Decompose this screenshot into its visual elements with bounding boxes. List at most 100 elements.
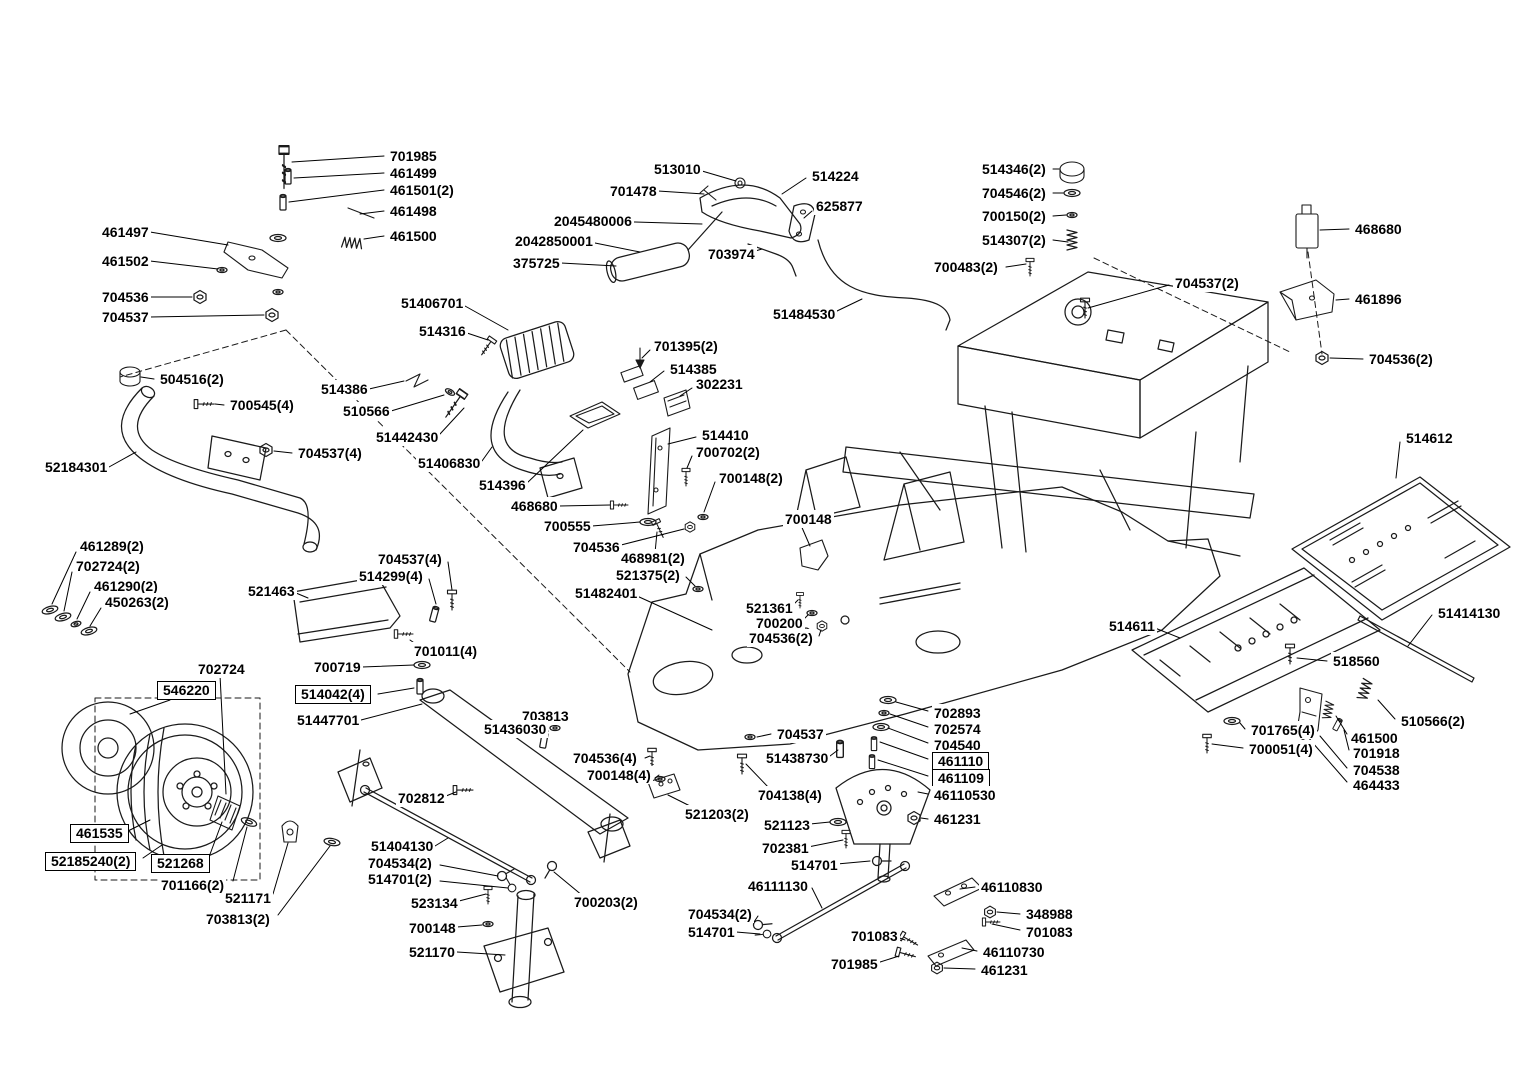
part-label: 51484530 [771,305,838,323]
leader-line [208,821,223,858]
leader-line [829,749,839,757]
part-label: 464433 [1351,776,1402,794]
leader-line [149,314,265,318]
part-label: 461535 [70,824,129,843]
leader-line [809,821,831,825]
leader-line [818,629,822,637]
leader-line [895,701,929,712]
part-label: 51406701 [399,294,466,312]
part-label: 700148 [783,510,834,528]
part-label: 701083 [849,927,900,945]
part-label: 700148(4) [585,766,653,784]
leader-line [149,260,219,270]
part-label: 51438730 [764,749,831,767]
front-wheel [116,723,254,861]
leader-line [591,521,641,527]
leader-line [1311,741,1348,783]
part-label: 704537 [100,308,151,326]
leader-line [456,924,483,928]
part-label: 704536(2) [747,629,815,647]
leader-line [1005,263,1027,268]
part-label: 625877 [814,197,865,215]
leader-line [756,733,772,738]
part-label: 704537(4) [296,444,364,462]
leader-line [633,221,703,225]
part-label: 514410 [700,426,751,444]
leader-line [920,817,929,820]
part-label: 521170 [407,943,457,961]
leader-line [996,911,1021,915]
part-label: 461500 [388,227,439,245]
leader-line [657,190,705,195]
part-label: 461231 [932,810,983,828]
leader-line [745,763,771,790]
leader-line [1211,743,1244,749]
part-label: 521171 [223,889,273,907]
part-label: 521375(2) [614,566,682,584]
tie-rod [359,784,537,886]
part-label: 702724(2) [74,557,142,575]
leader-line [273,450,293,454]
part-label: 518560 [1331,652,1382,670]
leader-line [458,893,487,902]
leader-line [703,481,716,513]
leader-line [644,755,651,759]
part-label: 348988 [1024,905,1075,923]
part-label: 52184301 [43,458,110,476]
leader-line [272,842,289,895]
leader-line [363,235,385,240]
part-label: 468981(2) [619,549,687,567]
leader-line [1395,441,1401,479]
leader-line [1154,627,1181,639]
part-label: 461109 [932,769,990,788]
leader-line [1335,715,1348,735]
part-label: 504516(2) [158,370,226,388]
leader-line [439,880,509,889]
rear-frame [842,271,1269,553]
part-label: 514346(2) [980,160,1048,178]
bumper-handle [120,385,320,553]
leader-line [685,576,696,587]
floor-plate [1131,567,1381,713]
part-label: 521361 [744,599,795,617]
part-label: 521123 [762,816,812,834]
leader-line [620,528,685,546]
leader-line [735,931,761,935]
leader-line [961,947,978,952]
part-label: 704537(4) [376,550,444,568]
leader-line [293,172,385,179]
leader-line [887,727,929,744]
leader-line [636,595,713,631]
leader-line [51,551,77,605]
part-label: 510566 [341,402,392,420]
leader-line [464,305,509,331]
leader-line [1087,284,1170,309]
leader-line [439,407,465,435]
part-label: 514299(4) [357,567,425,585]
leader-line [558,504,611,507]
part-label: 700203(2) [572,893,640,911]
part-label: 701083 [1024,923,1075,941]
leader-line [76,591,91,620]
drag-link [771,860,911,944]
part-label: 704537 [775,725,826,743]
footrest-plate [499,320,575,380]
part-label: 51436030 [482,720,549,738]
leader-line [991,923,1021,931]
leader-line [943,967,976,970]
part-label: 375725 [511,254,562,272]
chassis-platform [627,456,1241,751]
part-label: 468680 [1353,220,1404,238]
leader-line [89,607,102,627]
part-label: 51406830 [416,454,483,472]
part-label: 461500 [1349,729,1400,747]
leader-line [1239,722,1246,730]
part-label: 546220 [157,681,216,700]
part-label: 461499 [388,164,439,182]
part-label: 700148(2) [717,469,785,487]
part-label: 701985 [829,955,880,973]
leader-line [142,844,163,859]
